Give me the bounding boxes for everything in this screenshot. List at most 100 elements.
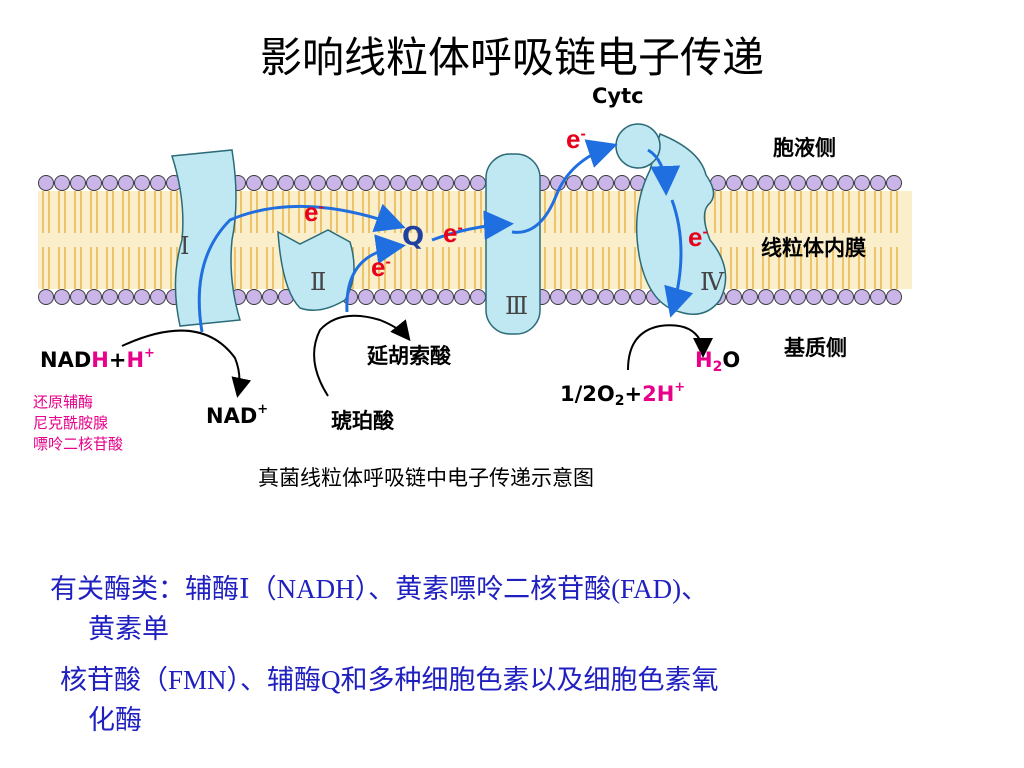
matrix-side-label: 基质侧	[784, 336, 847, 360]
lipid-head	[790, 175, 806, 191]
arrow-complex1-to-q	[197, 203, 406, 333]
lipid-head	[342, 175, 358, 191]
lipid-head	[726, 175, 742, 191]
succinate-label: 琥珀酸	[331, 409, 394, 433]
lipid-head	[598, 175, 614, 191]
lipid-head	[54, 289, 70, 305]
lipid-head	[822, 289, 838, 305]
lipid-head	[886, 175, 902, 191]
electron-label: e-	[566, 124, 586, 154]
cytosol-side-label: 胞液侧	[773, 136, 836, 160]
lipid-head	[326, 175, 342, 191]
nadh-description: 还原辅酶 尼克酰胺腺 嘌呤二核苷酸	[33, 393, 124, 453]
lipid-head	[390, 289, 406, 305]
complex-4-label: Ⅳ	[700, 270, 724, 296]
lipid-head	[598, 289, 614, 305]
lipid-head	[470, 289, 486, 305]
electron-label: e-	[688, 222, 708, 252]
lipid-head	[774, 289, 790, 305]
lipid-head	[454, 289, 470, 305]
complex-1-shape	[171, 149, 241, 327]
lipid-head	[358, 289, 374, 305]
lipid-head	[102, 289, 118, 305]
lipid-head	[102, 175, 118, 191]
lipid-head	[566, 175, 582, 191]
lipid-head	[758, 175, 774, 191]
enzyme-text-line4: 化酶	[88, 705, 142, 735]
lipid-head	[582, 289, 598, 305]
lipid-head	[70, 289, 86, 305]
lipid-head	[406, 175, 422, 191]
lipid-head	[86, 175, 102, 191]
lipid-head	[294, 175, 310, 191]
lipid-head	[630, 289, 646, 305]
lipid-head	[262, 175, 278, 191]
electron-label: e-	[304, 197, 324, 227]
arrow-nadh-to-nad	[121, 329, 252, 398]
lipid-head	[406, 289, 422, 305]
lipid-head	[358, 175, 374, 191]
enzyme-text-line1: 有关酶类：辅酶Ⅰ（NADH）、黄素嘌呤二核苷酸(FAD)、	[50, 574, 709, 604]
arrow-complex4-down	[664, 199, 694, 318]
lipid-head	[134, 289, 150, 305]
arrow-succinate-to-fumarate	[313, 314, 411, 397]
lipid-head	[822, 175, 838, 191]
lipid-head	[150, 289, 166, 305]
lipid-head	[614, 175, 630, 191]
lipid-head	[246, 175, 262, 191]
lipid-head	[742, 175, 758, 191]
lipid-head	[422, 289, 438, 305]
page-title: 影响线粒体呼吸链电子传递	[259, 33, 764, 82]
lipid-head	[838, 289, 854, 305]
fumarate-label: 延胡索酸	[367, 344, 451, 368]
oxygen-label: 1/2O2+2H+	[560, 380, 686, 409]
enzyme-text-line3: 核苷酸（FMN）、辅酶Q和多种细胞色素以及细胞色素氧	[60, 665, 719, 695]
lipid-head	[566, 289, 582, 305]
lipid-head	[742, 289, 758, 305]
lipid-head	[470, 175, 486, 191]
complex-2-label: Ⅱ	[310, 270, 327, 296]
electron-label: e-	[371, 252, 391, 282]
complex-3-label: Ⅲ	[505, 294, 529, 320]
diagram-caption: 真菌线粒体呼吸链中电子传递示意图	[258, 466, 594, 490]
lipid-head	[774, 175, 790, 191]
lipid-head	[438, 289, 454, 305]
arrow-complex3-to-cytc	[511, 139, 618, 234]
cytc-label: Cytc	[592, 84, 644, 108]
lipid-head	[134, 175, 150, 191]
cytc-shape	[615, 123, 661, 169]
lipid-head	[310, 175, 326, 191]
complex-2-shape	[277, 229, 355, 311]
lipid-head	[246, 289, 262, 305]
lipid-head	[262, 289, 278, 305]
lipid-head	[806, 289, 822, 305]
lipid-head	[86, 289, 102, 305]
lipid-head	[150, 175, 166, 191]
enzyme-text-line2: 黄素单	[88, 614, 169, 644]
lipid-head	[38, 175, 54, 191]
lipid-head	[806, 175, 822, 191]
lipid-head	[374, 175, 390, 191]
lipid-head	[614, 289, 630, 305]
lipid-head	[870, 289, 886, 305]
nadh-label: NADH+H+	[40, 346, 155, 372]
lipid-head	[70, 175, 86, 191]
lipid-head	[454, 175, 470, 191]
lipid-head	[870, 175, 886, 191]
electron-label: e-	[443, 218, 463, 248]
lipid-head	[118, 289, 134, 305]
lipid-head	[726, 289, 742, 305]
lipid-head	[54, 175, 70, 191]
nad-plus-label: NAD+	[206, 402, 269, 428]
complex-1-label: Ⅰ	[180, 234, 190, 260]
lipid-head	[550, 289, 566, 305]
lipid-head	[118, 175, 134, 191]
arrow-oxygen-to-water	[627, 324, 713, 371]
lipid-head	[278, 175, 294, 191]
arrow-cytc-to-complex4	[647, 148, 681, 196]
lipid-head	[38, 289, 54, 305]
lipid-head	[790, 289, 806, 305]
lipid-head	[838, 175, 854, 191]
lipid-head	[374, 289, 390, 305]
lipid-head	[886, 289, 902, 305]
